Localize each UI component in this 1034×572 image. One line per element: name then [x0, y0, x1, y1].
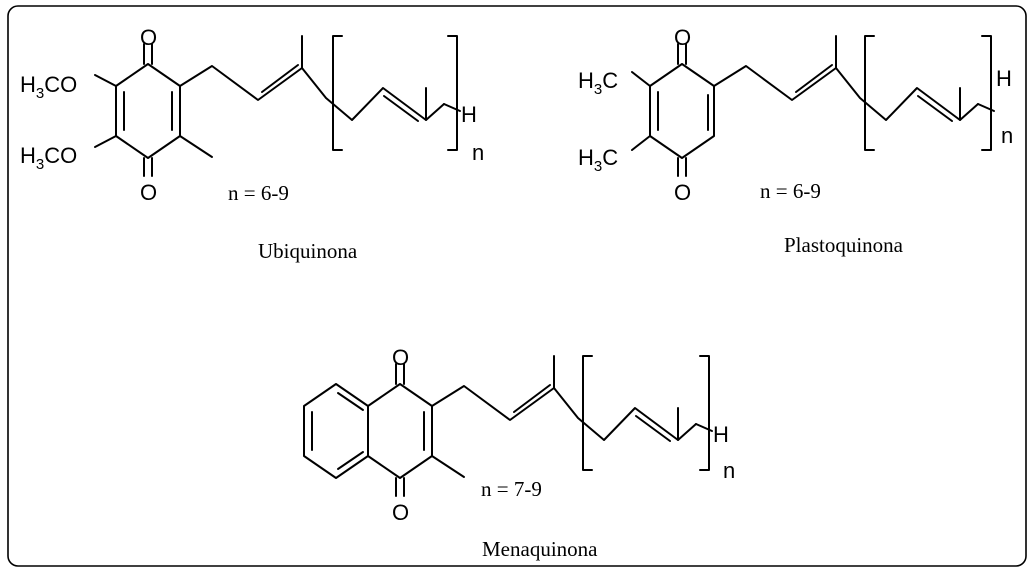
plastoquinone-structure	[631, 35, 995, 177]
plastoquinone-bracket-left	[864, 35, 875, 151]
ubiquinone-structure	[94, 35, 461, 177]
ubiquinone-methoxy-bond-top	[94, 74, 117, 87]
figure-frame	[7, 5, 1027, 567]
ubiquinone-oxygen-bottom: O	[140, 180, 157, 205]
plastoquinone-repeat-double-bond	[917, 95, 953, 122]
plastoquinone-oxygen-top: O	[674, 25, 691, 50]
menaquinone-benzene-ring	[303, 383, 369, 479]
plastoquinone-chain-end-bond	[977, 103, 995, 112]
plastoquinone-side-chain	[713, 65, 979, 121]
ubiquinone-bracket-left	[332, 35, 343, 151]
menaquinone-ring-methyl	[431, 455, 465, 478]
plastoquinone-methyl-bond-bottom	[631, 135, 651, 151]
ubiquinone-methoxy-bottom-label: H3CO	[20, 143, 77, 173]
plastoquinone-chain-double-bond	[795, 64, 833, 93]
plastoquinone-bracket-right	[981, 35, 992, 151]
plastoquinone-oxygen-bottom: O	[674, 180, 691, 205]
plastoquinone-ring	[649, 63, 715, 159]
menaquinone-bracket-right	[699, 355, 710, 471]
plastoquinone-methyl-top-label: H3C	[578, 68, 618, 98]
menaquinone-benzene-double-bond-2	[337, 392, 364, 411]
ubiquinone-methoxy-bond-bottom	[94, 135, 117, 148]
ubiquinone-chain-end-h: H	[461, 102, 477, 127]
ubiquinone-ring	[115, 63, 181, 159]
menaquinone-repeat-double-bond	[635, 415, 671, 442]
menaquinone-repeat-index: n	[723, 458, 735, 483]
plastoquinone-n-range: n = 6-9	[760, 179, 821, 203]
menaquinone-chain-end-h: H	[713, 422, 729, 447]
ubiquinone-repeat-index: n	[472, 140, 484, 165]
plastoquinone-repeat-index: n	[1001, 123, 1013, 148]
ubiquinone-repeat-double-bond	[383, 95, 419, 122]
ubiquinone-chain-end-bond	[443, 103, 461, 112]
ubiquinone-oxygen-top: O	[140, 25, 157, 50]
menaquinone-benzene-double-bond-3	[337, 451, 364, 470]
ubiquinone-methoxy-top-label: H3CO	[20, 72, 77, 102]
ubiquinone-chain-double-bond	[261, 64, 299, 93]
menaquinone-side-chain	[431, 385, 697, 441]
menaquinone-oxygen-top: O	[392, 345, 409, 370]
menaquinone-name: Menaquinona	[482, 537, 598, 561]
ubiquinone-bracket-right	[447, 35, 458, 151]
ubiquinone-side-chain	[179, 65, 445, 121]
menaquinone-bracket-left	[582, 355, 593, 471]
plastoquinone-methyl-bottom-label: H3C	[578, 145, 618, 175]
ubiquinone-name: Ubiquinona	[258, 239, 358, 263]
menaquinone-structure	[303, 355, 713, 497]
ubiquinone-ring-methyl	[179, 135, 213, 158]
menaquinone-oxygen-bottom: O	[392, 500, 409, 525]
ubiquinone-n-range: n = 6-9	[228, 181, 289, 205]
plastoquinone-name: Plastoquinona	[784, 233, 904, 257]
plastoquinone-methyl-bond-top	[631, 71, 651, 87]
menaquinone-chain-double-bond	[513, 384, 551, 413]
menaquinone-quinone-ring	[367, 383, 433, 479]
plastoquinone-chain-end-h: H	[996, 66, 1012, 91]
menaquinone-chain-end-bond	[695, 423, 713, 432]
menaquinone-n-range: n = 7-9	[481, 477, 542, 501]
